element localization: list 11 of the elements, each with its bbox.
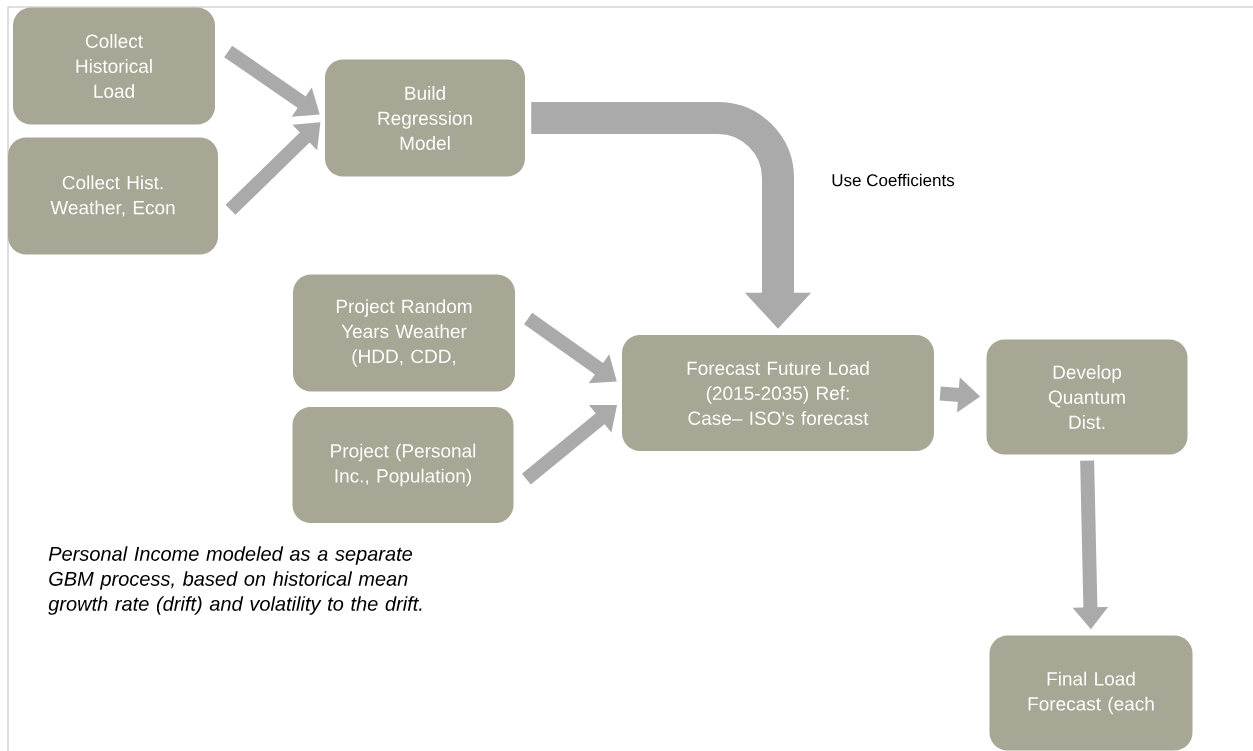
process-box: Final Load Forecast (each [989, 635, 1193, 751]
block-arrow [225, 122, 321, 215]
process-box: Project Random Years Weather (HDD, CDD, [293, 274, 515, 392]
note-text: Personal Income modeled as a separate GBM process, based on historical mean growth rate (drift) and volatility to the drift. [48, 546, 422, 615]
process-box: Collect Historical Load [13, 7, 215, 125]
edge-label: Use Coefficients [832, 173, 955, 187]
process-box: Develop Quantum Dist. [986, 339, 1188, 455]
process-box: Collect Hist. Weather, Econ [8, 137, 218, 255]
process-box: Project (Personal Inc., Population) [292, 407, 514, 523]
process-box: Forecast Future Load (2015-2035) Ref: Case– ISO's forecast [622, 335, 934, 451]
process-box: Build Regression Model [325, 59, 525, 177]
